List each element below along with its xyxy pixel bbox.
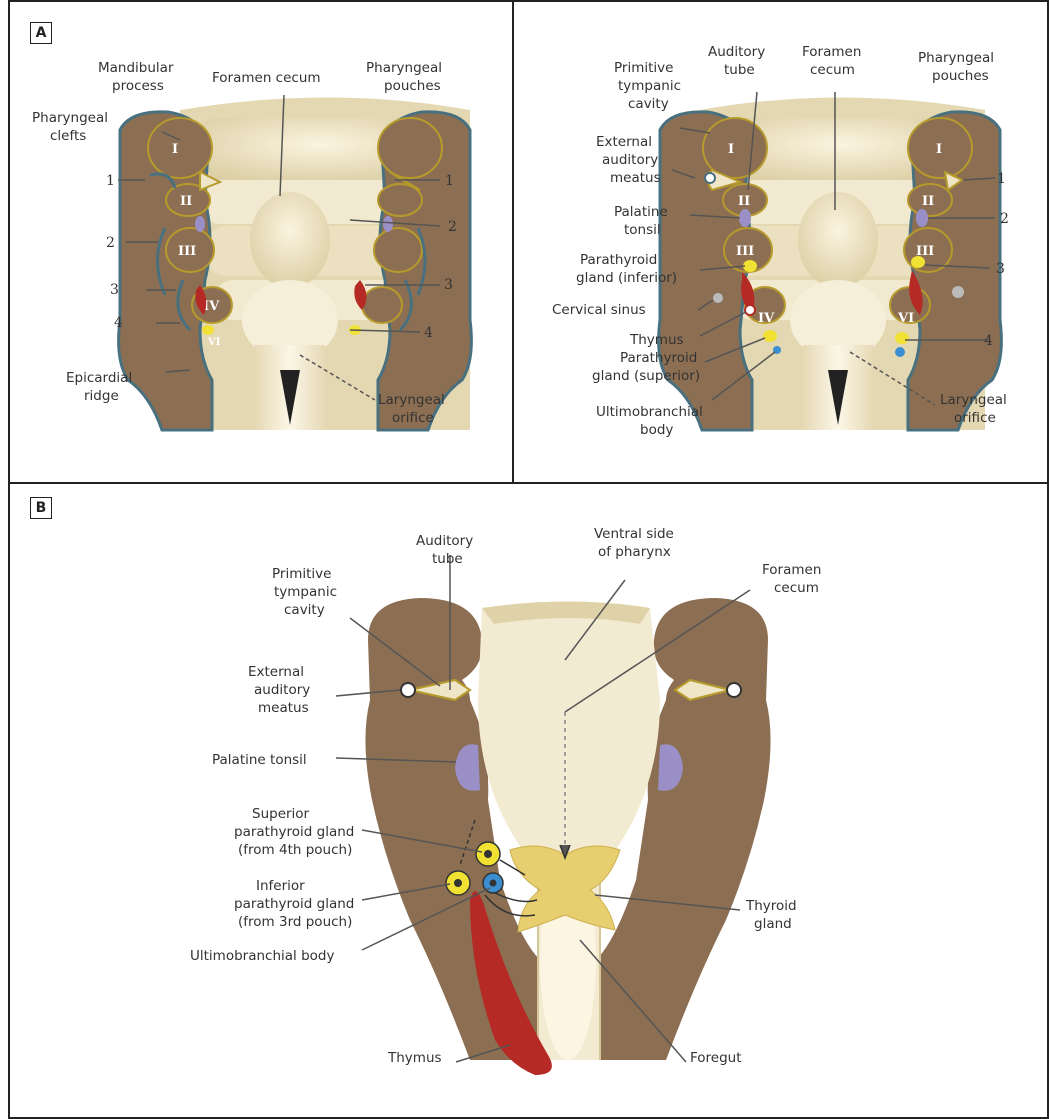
- b-superior-line1: Superior: [252, 806, 310, 822]
- right-thymus-label: Thymus: [629, 332, 684, 348]
- right-arch-1b-label: I: [936, 142, 942, 157]
- right-foramen-line2: cecum: [810, 62, 855, 78]
- left-mandibular-line2: process: [112, 78, 164, 94]
- left-epicardial-line1: Epicardial: [66, 370, 132, 386]
- right-auditory-line1: Auditory: [708, 44, 765, 60]
- left-arch-3-label: III: [178, 244, 196, 259]
- left-pouch-number-3: 3: [444, 277, 453, 293]
- b-ultimobranchial-label: Ultimobranchial body: [190, 948, 334, 964]
- right-arch-2-label: II: [738, 194, 750, 209]
- left-arch-2-label: II: [180, 194, 192, 209]
- b-external-line1: External: [248, 664, 304, 680]
- right-superior-line1: Parathyroid: [620, 350, 697, 366]
- left-arch-6-label: VI: [207, 337, 221, 348]
- b-auditory-line1: Auditory: [416, 533, 473, 549]
- b-superior-line2: parathyroid gland: [234, 824, 354, 840]
- right-pouch-number-1: 1: [997, 171, 1006, 187]
- left-pouch-number-1: 1: [445, 173, 454, 189]
- left-arch-1-label: I: [172, 142, 178, 157]
- left-embryo-drawing: I II III IV VI: [32, 60, 471, 430]
- right-arch-3-label: III: [736, 244, 754, 259]
- right-arch-6-label: VI: [897, 311, 914, 326]
- right-foramen-line1: Foramen: [802, 44, 861, 60]
- right-pouch-number-3: 3: [996, 261, 1005, 277]
- left-laryngeal-line1: Laryngeal: [378, 392, 445, 408]
- b-ventral-line1: Ventral side: [594, 526, 674, 542]
- left-pouches-line1: Pharyngeal: [366, 60, 442, 76]
- left-pouch-number-2: 2: [448, 219, 457, 235]
- b-thyroid-line1: Thyroid: [745, 898, 797, 914]
- right-tonsil-line2: tonsil: [624, 222, 661, 238]
- b-inferior-line2: parathyroid gland: [234, 896, 354, 912]
- right-external-line3: meatus: [610, 170, 661, 186]
- b-palatine-tonsil-label: Palatine tonsil: [212, 752, 307, 768]
- right-pouch-number-2: 2: [1000, 211, 1009, 227]
- right-inferior-line2: gland (inferior): [576, 270, 677, 286]
- right-pouches-line1: Pharyngeal: [918, 50, 994, 66]
- right-ultimo-line2: body: [640, 422, 673, 438]
- right-tympanic-line1: Primitive: [614, 60, 673, 76]
- right-pouches-line2: pouches: [932, 68, 989, 84]
- b-external-line3: meatus: [258, 700, 309, 716]
- left-clefts-line2: clefts: [50, 128, 86, 144]
- right-tonsil-line1: Palatine: [614, 204, 668, 220]
- b-thymus-label: Thymus: [387, 1050, 442, 1066]
- b-tympanic-line1: Primitive: [272, 566, 331, 582]
- b-external-line2: auditory: [254, 682, 310, 698]
- b-tympanic-line2: tympanic: [274, 584, 337, 600]
- right-auditory-line2: tube: [724, 62, 755, 78]
- b-tympanic-line3: cavity: [284, 602, 325, 618]
- b-foramen-line1: Foramen: [762, 562, 821, 578]
- b-ventral-line2: of pharynx: [598, 544, 671, 560]
- left-laryngeal-line2: orifice: [392, 410, 434, 426]
- b-auditory-line2: tube: [432, 551, 463, 567]
- b-thyroid-line2: gland: [754, 916, 792, 932]
- left-pouch-number-4: 4: [424, 325, 433, 341]
- left-pouches-line2: pouches: [384, 78, 441, 94]
- left-epicardial-line2: ridge: [84, 388, 119, 404]
- left-cleft-number-3: 3: [110, 282, 119, 298]
- left-cleft-number-4: 4: [114, 315, 123, 331]
- pharynx-ventral-drawing: Auditory tube Ventral side of pharynx Fo…: [190, 526, 821, 1075]
- left-clefts-line1: Pharyngeal: [32, 110, 108, 126]
- left-cleft-number-1: 1: [106, 173, 115, 189]
- right-cervical-sinus-label: Cervical sinus: [552, 302, 646, 318]
- right-external-line2: auditory: [602, 152, 658, 168]
- right-ultimo-line1: Ultimobranchial: [596, 404, 703, 420]
- right-laryngeal-line1: Laryngeal: [940, 392, 1007, 408]
- left-cleft-number-2: 2: [106, 235, 115, 251]
- b-superior-line3: (from 4th pouch): [238, 842, 352, 858]
- left-foramen-cecum-label: Foramen cecum: [212, 70, 321, 86]
- right-tympanic-line3: cavity: [628, 96, 669, 112]
- right-tympanic-line2: tympanic: [618, 78, 681, 94]
- right-embryo-drawing: I II III IV I II III VI: [552, 44, 1009, 438]
- right-pouch-number-4: 4: [984, 333, 993, 349]
- b-inferior-line3: (from 3rd pouch): [238, 914, 352, 930]
- right-arch-4-label: IV: [758, 311, 775, 326]
- right-arch-2b-label: II: [922, 194, 934, 209]
- b-inferior-line1: Inferior: [256, 878, 305, 894]
- b-foregut-label: Foregut: [690, 1050, 742, 1066]
- left-mandibular-line1: Mandibular: [98, 60, 174, 76]
- right-external-line1: External: [596, 134, 652, 150]
- b-foramen-line2: cecum: [774, 580, 819, 596]
- right-superior-line2: gland (superior): [592, 368, 700, 384]
- right-arch-1-label: I: [728, 142, 734, 157]
- right-laryngeal-line2: orifice: [954, 410, 996, 426]
- right-inferior-line1: Parathyroid: [580, 252, 657, 268]
